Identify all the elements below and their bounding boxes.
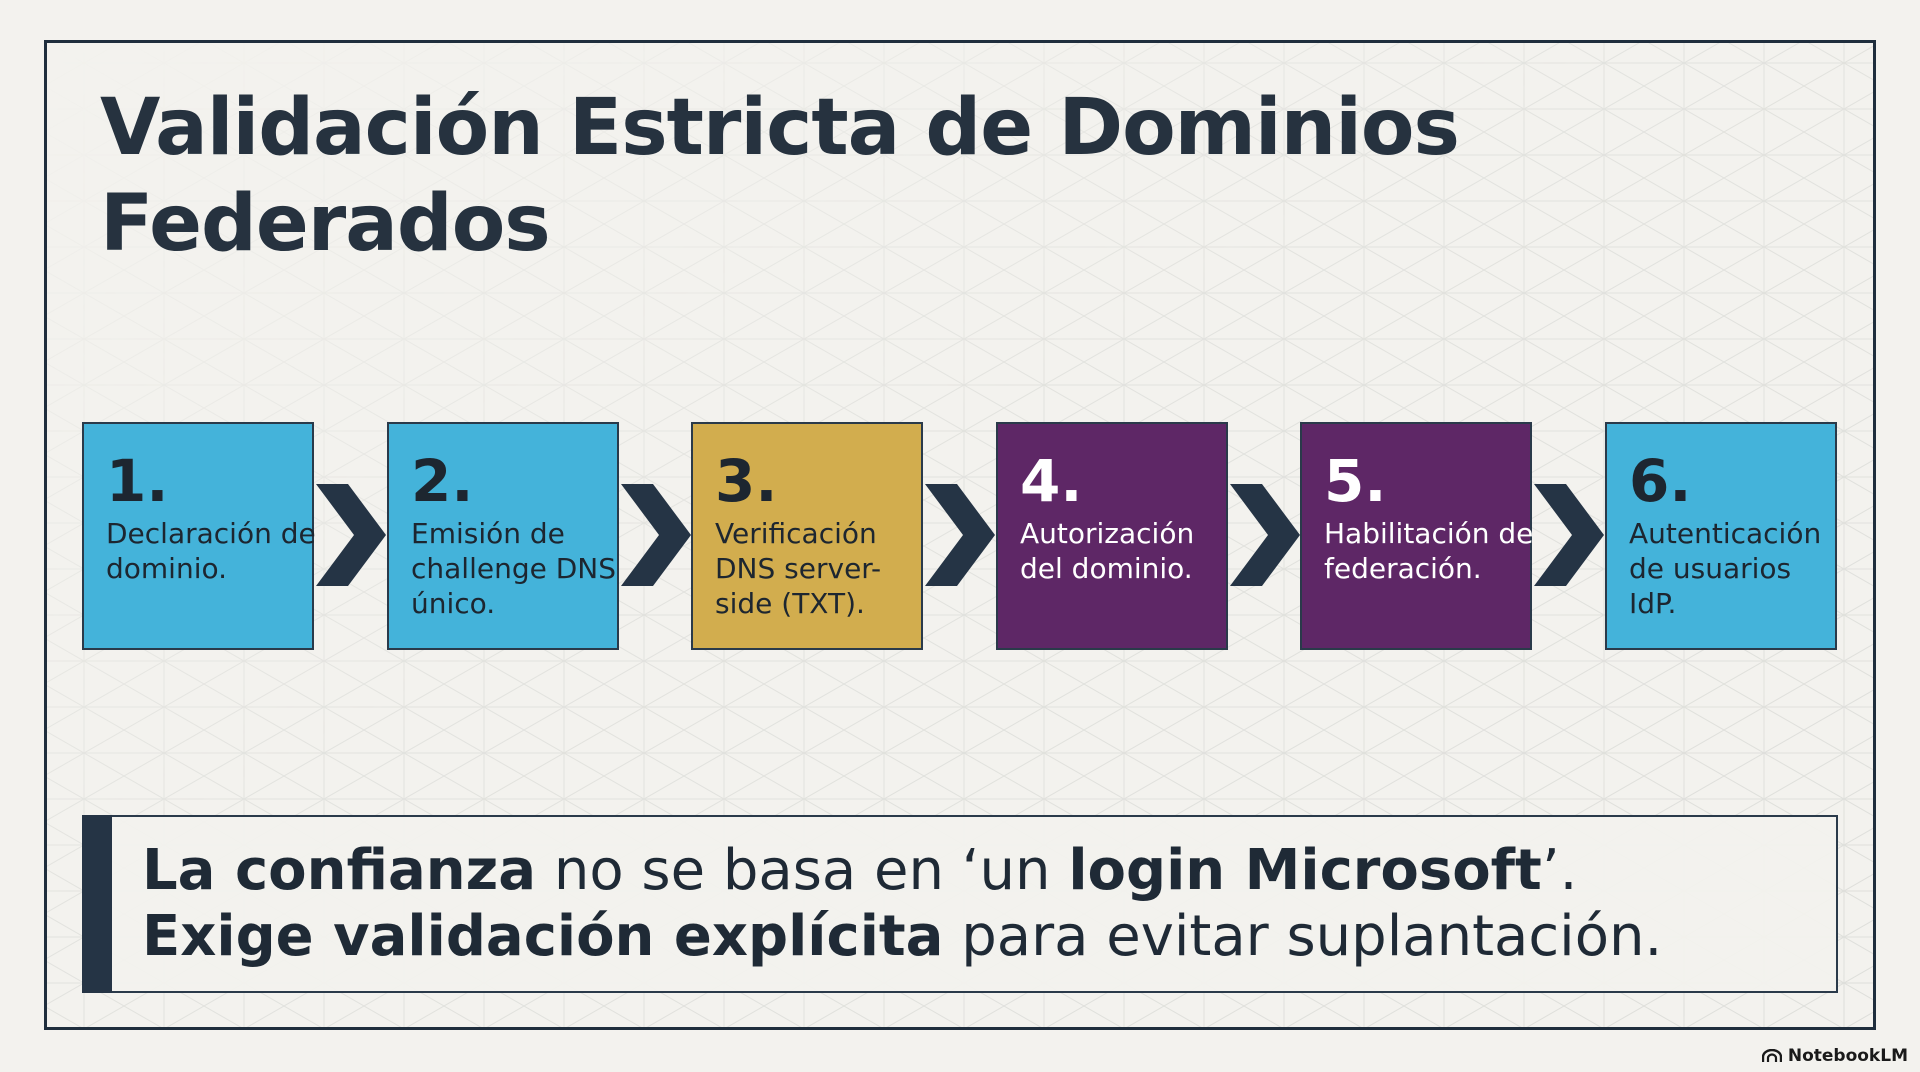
chevron-right-icon [621, 484, 691, 586]
step-label: Habilitación de federación. [1324, 517, 1534, 585]
step-box-2: 2. Emisión de challenge DNS único. [387, 422, 619, 650]
callout-text: no se basa en ‘un [536, 838, 1069, 903]
callout-text: ’. [1541, 838, 1578, 903]
step-label: Verificación DNS server-side (TXT). [715, 517, 882, 620]
chevron-right-icon [1534, 484, 1604, 586]
callout-line-1: La confianza no se basa en ‘un login Mic… [142, 838, 1842, 904]
step-number: 1. [106, 447, 169, 515]
step-label: Emisión de challenge DNS único. [411, 517, 617, 620]
title-line-1: Validación Estricta de Dominios [100, 83, 1460, 173]
step-number: 2. [411, 447, 474, 515]
brand-watermark: NotebookLM [1761, 1046, 1908, 1066]
step-number: 3. [715, 447, 778, 515]
step-box-4: 4. Autorización del dominio. [996, 422, 1228, 650]
callout-text: para evitar suplantación. [943, 904, 1663, 969]
step-label: Autenticación de usuarios IdP. [1629, 517, 1822, 620]
step-box-3: 3. Verificación DNS server-side (TXT). [691, 422, 923, 650]
notebooklm-logo-icon [1761, 1049, 1782, 1062]
step-number: 4. [1020, 447, 1083, 515]
step-label: Autorización del dominio. [1020, 517, 1195, 585]
brand-label: NotebookLM [1787, 1046, 1908, 1066]
callout-emphasis: La confianza [142, 838, 537, 903]
callout-emphasis: login Microsoft [1068, 838, 1542, 903]
step-box-1: 1. Declaración de dominio. [82, 422, 316, 650]
chevron-right-icon [925, 484, 995, 586]
step-number: 5. [1324, 447, 1387, 515]
step-box-5: 5. Habilitación de federación. [1300, 422, 1534, 650]
chevron-right-icon [316, 484, 386, 586]
step-box-6: 6. Autenticación de usuarios IdP. [1605, 422, 1837, 650]
slide-frame [44, 40, 1876, 1030]
callout-box [82, 815, 1838, 993]
callout-emphasis: Exige validación explícita [142, 904, 944, 969]
callout-accent-bar [82, 815, 112, 993]
title-line-2: Federados [100, 179, 551, 269]
slide-title: Validación Estricta de Dominios Federado… [100, 80, 1500, 272]
callout-line-2: Exige validación explícita para evitar s… [142, 904, 1842, 970]
step-number: 6. [1629, 447, 1692, 515]
chevron-right-icon [1230, 484, 1300, 586]
step-label: Declaración de dominio. [106, 517, 316, 585]
